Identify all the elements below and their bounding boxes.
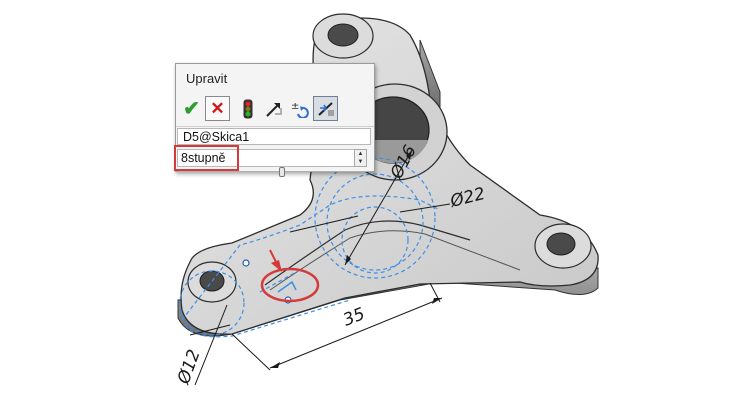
sketch-point[interactable] — [242, 259, 250, 267]
highlight-arrow-head — [271, 260, 282, 272]
dimension-35-label[interactable]: 35 — [340, 304, 368, 331]
central-hole-inner — [360, 140, 428, 164]
modify-dialog: Upravit ✔ ✕ ± D5@Skica1 8stupně ▲▼ — [175, 63, 375, 177]
value-highlight-box — [174, 145, 239, 171]
dim-line-d12 — [194, 304, 228, 386]
dimension-arrows — [270, 150, 442, 368]
angle-sketch-mark — [277, 280, 297, 293]
sketch-circle-left — [179, 270, 245, 336]
sketch-geometry — [179, 157, 441, 338]
increment-spin-icon[interactable]: ± — [287, 96, 312, 121]
ext-line-35-a — [231, 333, 271, 371]
sketch-outline-lower — [184, 299, 351, 338]
arrow — [270, 362, 280, 368]
rebuild-traffic-light-icon[interactable] — [235, 96, 260, 121]
dialog-toolbar: ✔ ✕ ± — [179, 96, 349, 122]
sketch-circle-inner — [341, 206, 409, 274]
dimension-lines — [189, 149, 451, 386]
dim-line-d12-lead — [189, 324, 231, 336]
svg-text:±: ± — [291, 101, 299, 112]
dialog-title: Upravit — [186, 71, 228, 86]
right-hole — [546, 232, 576, 256]
sketch-circle-mid — [326, 173, 424, 271]
dim-line-d16 — [344, 149, 413, 266]
cancel-x-icon[interactable]: ✕ — [205, 96, 230, 121]
confirm-check-icon[interactable]: ✔ — [183, 98, 200, 120]
sketch-tangent — [259, 269, 301, 293]
dimension-d12-label[interactable]: Ø12 — [174, 347, 205, 388]
sketch-outline — [181, 195, 441, 321]
reverse-dimension-icon[interactable] — [261, 96, 286, 121]
value-spinner[interactable]: ▲▼ — [354, 149, 367, 167]
highlight-ellipse — [260, 267, 320, 303]
thumbwheel-track[interactable] — [178, 171, 372, 172]
mark-dimension-icon[interactable] — [313, 96, 338, 121]
arrow — [432, 298, 442, 304]
top-hole — [327, 23, 359, 47]
arrow — [345, 255, 351, 265]
sketch-circle-outer — [314, 157, 436, 279]
dim-line-35 — [269, 297, 443, 369]
dimension-value-input[interactable]: 8stupně — [177, 149, 359, 167]
dim-line-d22-lead — [289, 215, 359, 233]
arrow — [406, 150, 412, 160]
dimension-name-field[interactable]: D5@Skica1 — [177, 128, 371, 145]
thumbwheel-handle[interactable] — [279, 167, 285, 177]
dialog-separator — [176, 126, 374, 127]
dim-line-d22 — [399, 203, 451, 213]
